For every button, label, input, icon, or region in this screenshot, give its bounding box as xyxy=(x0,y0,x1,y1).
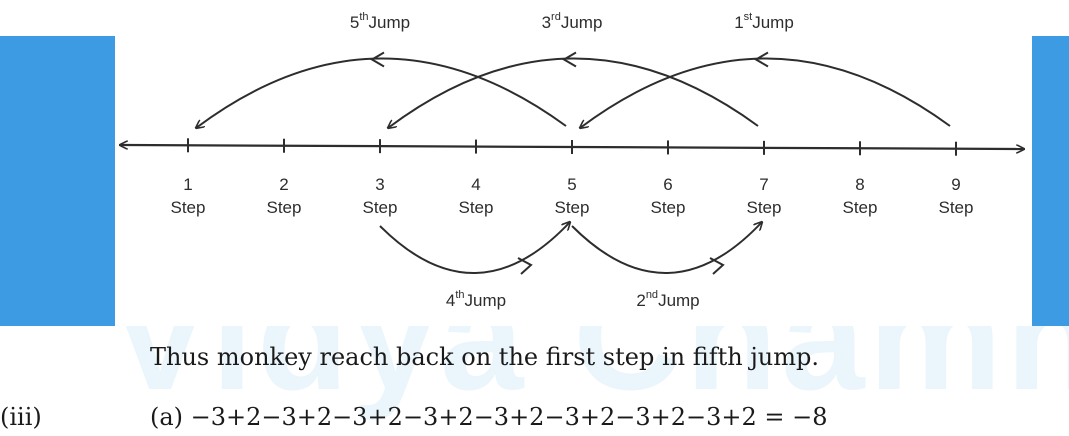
caption-text: Thus monkey reach back on the first step… xyxy=(150,343,819,371)
jump-label: 2ndJump xyxy=(636,289,699,310)
jump-arc xyxy=(388,57,759,128)
step-number: 5 xyxy=(567,175,576,194)
jump-arc xyxy=(571,222,762,274)
equation-label: (iii) xyxy=(0,403,42,431)
step-label: Step xyxy=(363,198,398,217)
right-accent-band xyxy=(1032,36,1069,326)
step-label: Step xyxy=(843,198,878,217)
step-label: Step xyxy=(267,198,302,217)
step-label: Step xyxy=(651,198,686,217)
jump-arc xyxy=(196,57,567,128)
step-number: 4 xyxy=(471,175,480,194)
jump-label: 5thJump xyxy=(350,11,410,32)
step-label: Step xyxy=(555,198,590,217)
jump-arc xyxy=(580,57,951,128)
equation-text: (a) −3+2−3+2−3+2−3+2−3+2−3+2−3+2−3+2 = −… xyxy=(150,403,828,431)
step-label: Step xyxy=(459,198,494,217)
jump-label: 3rdJump xyxy=(542,11,603,32)
step-number: 1 xyxy=(183,175,192,194)
jump-label: 1stJump xyxy=(734,11,794,32)
step-label: Step xyxy=(171,198,206,217)
step-number: 9 xyxy=(951,175,960,194)
step-number: 2 xyxy=(279,175,288,194)
jump-arc xyxy=(379,222,570,274)
step-label: Step xyxy=(747,198,782,217)
diagram-panel xyxy=(115,0,1032,326)
left-accent-band xyxy=(0,36,115,326)
step-number: 6 xyxy=(663,175,672,194)
step-number: 3 xyxy=(375,175,384,194)
step-label: Step xyxy=(939,198,974,217)
step-number: 7 xyxy=(759,175,768,194)
jump-label: 4thJump xyxy=(446,289,506,310)
step-number: 8 xyxy=(855,175,864,194)
